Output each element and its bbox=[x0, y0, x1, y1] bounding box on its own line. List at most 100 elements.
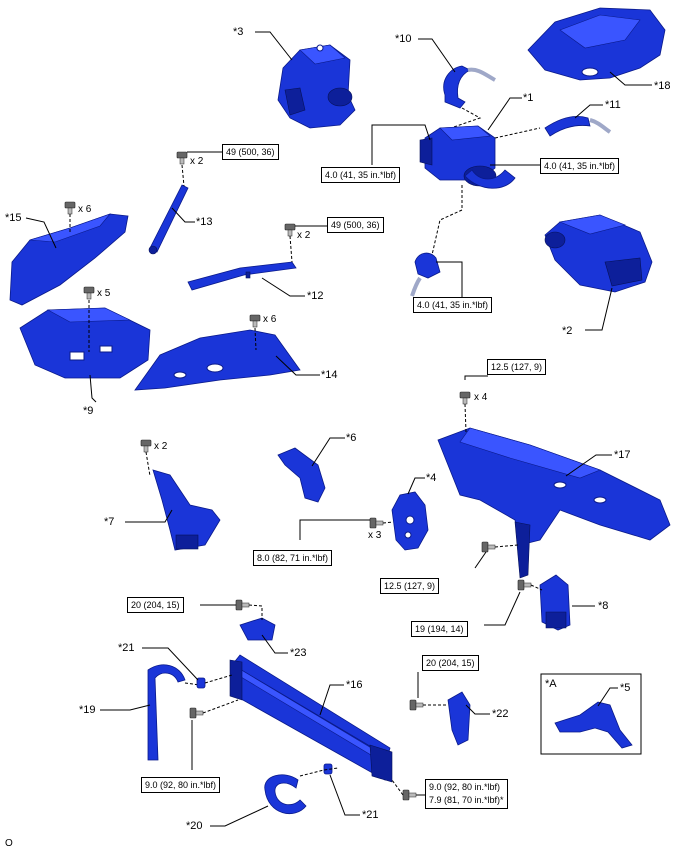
callout-part-3: *3 bbox=[233, 26, 244, 38]
quantity-part-17: x 4 bbox=[474, 392, 488, 403]
dash-part-12 bbox=[289, 235, 293, 263]
leader-part-18 bbox=[609, 71, 652, 86]
callout-part-6: *6 bbox=[346, 432, 357, 444]
bolt-part-12 bbox=[284, 223, 296, 237]
dash-part-11 bbox=[494, 127, 541, 139]
leader-torque-1a bbox=[371, 124, 431, 165]
leader-part-15 bbox=[25, 217, 57, 249]
torque-spec-part-22: 20 (204, 15) bbox=[422, 655, 479, 671]
callout-part-5: *5 bbox=[620, 682, 631, 694]
dash-part-8 bbox=[530, 584, 543, 591]
dash-part-16-left bbox=[202, 699, 239, 714]
leader-part-4 bbox=[407, 477, 425, 495]
leader-part-21-upper bbox=[142, 647, 199, 681]
radiator-support-part-17 bbox=[437, 427, 671, 579]
engine-under-cover-part-9 bbox=[19, 307, 151, 379]
leader-part-2 bbox=[585, 287, 613, 331]
quantity-part-9: x 5 bbox=[97, 288, 111, 299]
torque-spec-part-1c: 4.0 (41, 35 in.*lbf) bbox=[413, 297, 493, 313]
callout-part-23: *23 bbox=[290, 647, 307, 659]
engine-under-cover-part-14 bbox=[134, 329, 301, 391]
callout-part-18: *18 bbox=[654, 80, 671, 92]
leader-part-11 bbox=[574, 104, 603, 119]
torque-spec-part-17a: 12.5 (127, 9) bbox=[487, 359, 547, 375]
leader-part-19 bbox=[100, 704, 151, 711]
callout-part-4: *4 bbox=[426, 472, 437, 484]
hose-part-10 bbox=[443, 65, 496, 109]
torque-spec-part-4: 8.0 (82, 71 in.*lbf) bbox=[253, 550, 333, 566]
engine-cover-part-18 bbox=[527, 7, 666, 81]
bracket-part-8 bbox=[539, 574, 571, 631]
leader-part-10 bbox=[418, 38, 456, 73]
callout-part-19: *19 bbox=[79, 704, 96, 716]
dash-part-7 bbox=[145, 451, 151, 477]
bolt-part-8 bbox=[517, 579, 532, 591]
dash-part-17 bbox=[464, 403, 467, 433]
leader-torque-8 bbox=[484, 591, 521, 626]
bolt-part-13 bbox=[176, 151, 188, 165]
callout-part-20: *20 bbox=[186, 820, 203, 832]
bracket-part-4 bbox=[391, 491, 429, 551]
callout-part-21-upper: *21 bbox=[118, 642, 135, 654]
bolt-part-7 bbox=[140, 439, 152, 453]
torque-spec-part-1a: 4.0 (41, 35 in.*lbf) bbox=[321, 167, 401, 183]
bolt-part-4 bbox=[369, 517, 384, 529]
leader-part-20 bbox=[210, 805, 269, 827]
quantity-part-14: x 6 bbox=[263, 314, 277, 325]
bolt-part-23 bbox=[235, 599, 250, 611]
torque-spec-part-13: 49 (500, 36) bbox=[222, 144, 279, 160]
torque-spec-part-16b-line1: 9.0 (92, 80 in.*lbf) bbox=[429, 782, 501, 792]
torque-spec-part-16b: 9.0 (92, 80 in.*lbf) 7.9 (81, 70 in.*lbf… bbox=[425, 779, 508, 809]
support-bar-part-12 bbox=[187, 261, 297, 291]
callout-part-1: *1 bbox=[523, 92, 534, 104]
leader-torque-17b bbox=[474, 551, 487, 569]
bolt-part-17-lower bbox=[481, 541, 496, 553]
leader-part-1 bbox=[487, 97, 522, 131]
leader-part-3 bbox=[255, 31, 293, 61]
radiator-part-16 bbox=[229, 654, 393, 783]
torque-spec-part-16a: 9.0 (92, 80 in.*lbf) bbox=[141, 777, 221, 793]
dash-part-23 bbox=[248, 604, 263, 620]
callout-part-16: *16 bbox=[346, 679, 363, 691]
callout-part-13: *13 bbox=[196, 216, 213, 228]
callout-part-11: *11 bbox=[605, 99, 621, 111]
bolt-part-15 bbox=[64, 201, 76, 215]
callout-part-14: *14 bbox=[321, 369, 338, 381]
dash-part-4 bbox=[382, 521, 394, 524]
callout-inset-a: *A bbox=[545, 678, 557, 690]
torque-spec-part-16b-line2: 7.9 (81, 70 in.*lbf)* bbox=[429, 795, 504, 805]
callout-part-17: *17 bbox=[614, 449, 631, 461]
bolt-part-9 bbox=[83, 286, 95, 300]
torque-spec-part-8: 19 (194, 14) bbox=[411, 621, 468, 637]
callout-part-2: *2 bbox=[562, 325, 573, 337]
callout-part-8: *8 bbox=[598, 600, 609, 612]
torque-spec-part-12: 49 (500, 36) bbox=[327, 217, 384, 233]
callout-part-21-lower: *21 bbox=[362, 809, 379, 821]
dash-part-10 bbox=[444, 107, 482, 131]
dash-part-21-upper bbox=[204, 674, 233, 684]
leader-part-6 bbox=[311, 437, 345, 467]
leader-part-13 bbox=[171, 207, 195, 223]
callout-part-7: *7 bbox=[104, 516, 115, 528]
bracket-part-6 bbox=[277, 447, 326, 503]
leader-part-16 bbox=[319, 684, 344, 716]
bolt-part-22 bbox=[409, 699, 424, 711]
callout-part-9: *9 bbox=[83, 405, 94, 417]
hose-part-20 bbox=[264, 774, 307, 815]
callout-part-10: *10 bbox=[395, 33, 412, 45]
leader-part-7 bbox=[125, 509, 173, 523]
callout-part-12: *12 bbox=[307, 290, 324, 302]
leader-part-9 bbox=[89, 374, 97, 403]
bracket-part-5 bbox=[554, 701, 633, 749]
quantity-part-7: x 2 bbox=[154, 441, 168, 452]
dash-part-14 bbox=[254, 327, 257, 351]
bolt-part-16-left bbox=[189, 707, 204, 719]
bolt-part-14 bbox=[249, 314, 261, 328]
torque-spec-part-1b: 4.0 (41, 35 in.*lbf) bbox=[540, 158, 620, 174]
dash-part-17-lower bbox=[494, 544, 519, 548]
leader-part-17 bbox=[565, 454, 612, 477]
inset-frame-a bbox=[540, 673, 642, 755]
leader-part-21-lower bbox=[329, 774, 360, 816]
air-cleaner-assembly-part-3 bbox=[277, 44, 356, 129]
